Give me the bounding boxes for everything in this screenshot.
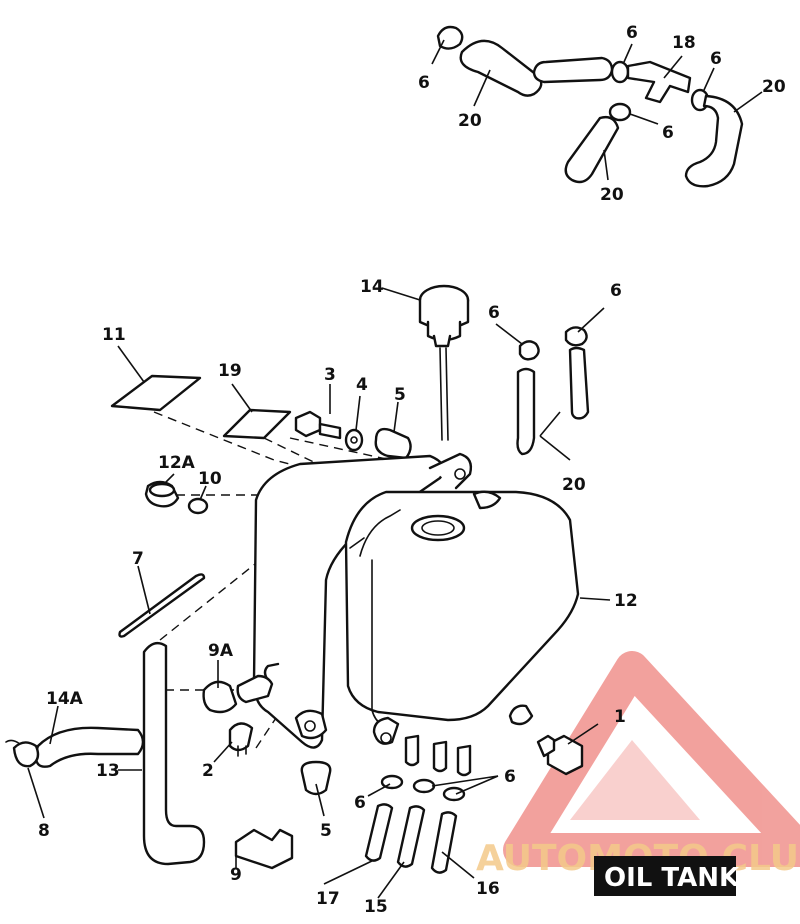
callout-6: 6	[710, 49, 722, 69]
callout-12: 12	[614, 591, 638, 611]
badge-label: OIL TANK	[604, 863, 740, 893]
strap-7	[118, 573, 206, 638]
clamp-9a	[202, 680, 238, 714]
grommet-5-bottom	[300, 760, 332, 796]
callout-6: 6	[488, 303, 500, 323]
hose-lower-left	[564, 115, 620, 184]
callout-15: 15	[364, 897, 388, 917]
callout-5: 5	[394, 385, 406, 405]
elbow-2	[228, 722, 254, 752]
callout-6: 6	[662, 123, 674, 143]
callout-10: 10	[198, 469, 222, 489]
callout-6: 6	[626, 23, 638, 43]
top-hose-assembly	[436, 25, 744, 188]
lower-hoses	[364, 774, 466, 874]
callout-8: 8	[38, 821, 50, 841]
hose-14a	[34, 726, 145, 768]
hose-top-right	[684, 94, 744, 188]
decal-11	[110, 374, 202, 412]
callout-17: 17	[316, 889, 340, 909]
leader-lines	[27, 39, 763, 899]
callout-20: 20	[562, 475, 586, 495]
callout-6: 6	[504, 767, 516, 787]
oil-tank-badge: OIL TANK	[594, 856, 740, 896]
fitting-hose-barb	[236, 674, 274, 704]
callout-1: 1	[614, 707, 626, 727]
decal-19	[222, 408, 292, 440]
filler-neck	[410, 514, 466, 542]
callout-6: 6	[610, 281, 622, 301]
hose-13	[142, 641, 206, 866]
tee-fitting-18	[626, 60, 692, 104]
callout-9a: 9A	[208, 641, 234, 661]
hose-top-left	[459, 39, 543, 97]
callout-9: 9	[230, 865, 242, 885]
callout-12a: 12A	[158, 453, 196, 473]
hose-16	[430, 811, 458, 874]
bolt-3	[294, 410, 322, 438]
bracket-9	[234, 828, 294, 870]
callout-18: 18	[672, 33, 696, 53]
callout-14: 14	[360, 277, 384, 297]
drain-plug-12a	[144, 480, 180, 508]
hose-17	[364, 803, 394, 862]
callout-20: 20	[458, 111, 482, 131]
washer-4	[344, 428, 364, 452]
grommet-5-top	[374, 427, 412, 460]
tank-fittings	[404, 734, 472, 777]
callout-3: 3	[324, 365, 336, 385]
mounting-hardware-top	[294, 410, 412, 460]
callout-4: 4	[356, 375, 368, 395]
callout-14a: 14A	[46, 689, 84, 709]
o-ring-10	[187, 497, 209, 515]
callout-20: 20	[600, 185, 624, 205]
hose-top-middle	[532, 56, 614, 84]
hose-15	[396, 805, 426, 868]
filler-cap-dipstick	[418, 284, 470, 441]
callout-19: 19	[218, 361, 242, 381]
clamp-lower-tee	[608, 102, 632, 122]
callout-5: 5	[320, 821, 332, 841]
mounting-tab-bottom	[372, 716, 400, 745]
callout-13: 13	[96, 761, 120, 781]
clamp-middle	[610, 60, 630, 84]
callout-labels: 6 20 6 18 6 20 6 20 14 6 6 11 19 3 4 5 1…	[38, 23, 786, 917]
callout-6: 6	[354, 793, 366, 813]
callout-20: 20	[762, 77, 786, 97]
callout-6: 6	[418, 73, 430, 93]
oil-tank-body	[252, 452, 580, 749]
vent-hoses-right	[516, 326, 590, 456]
clamp-top-left	[436, 25, 464, 50]
fitting-1	[546, 734, 584, 776]
callout-2: 2	[202, 761, 214, 781]
callout-11: 11	[102, 325, 126, 345]
clamp-8	[12, 741, 40, 768]
callout-16: 16	[476, 879, 500, 899]
callout-7: 7	[132, 549, 144, 569]
